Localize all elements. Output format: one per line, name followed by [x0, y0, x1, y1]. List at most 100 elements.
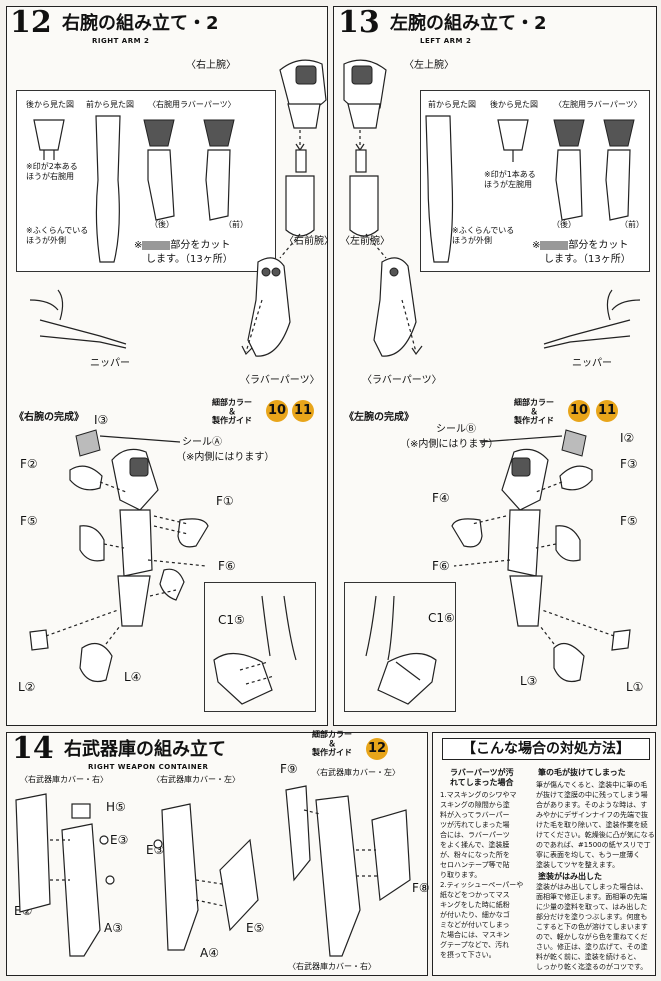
- step12-guide-badge-10: 10: [266, 400, 288, 422]
- tips-panel: [432, 732, 656, 976]
- step13-bulge-note-1: ※ふくらんでいる: [452, 226, 515, 235]
- step13-guide-badge-11: 11: [596, 400, 618, 422]
- tip-line: ツが汚れてしまった場: [440, 821, 510, 829]
- step12-cut-note: ※ 部分をカット: [134, 240, 230, 252]
- step12-from-front: 前から見た図: [86, 100, 134, 109]
- part-i2: I②: [620, 431, 635, 445]
- step13-cut-note-count: します。（13ヶ所）: [544, 254, 631, 265]
- part-e5: E⑤: [246, 921, 265, 935]
- tip-line: をよく揉んで、塗装膜: [440, 841, 510, 849]
- part-f6: F⑥: [218, 559, 236, 573]
- step12-forearm-label: 〈右前腕〉: [284, 236, 334, 247]
- step12-bulge-note-1: ※ふくらんでいる: [26, 226, 89, 235]
- step12-guide-label: 細部カラー ＆ 製作ガイド: [212, 398, 252, 425]
- step13-guide-label: 細部カラー ＆ 製作ガイド: [514, 398, 554, 425]
- tips-rubber-head-1: ラバーパーツが汚: [450, 768, 514, 777]
- step13-complete-label: 《左腕の完成》: [344, 412, 414, 423]
- part-l4: L④: [124, 670, 142, 684]
- step14-cover-left-1: 〈右武器庫カバー・左〉: [152, 775, 240, 784]
- step13-upper-arm-label: 〈左上腕〉: [404, 60, 454, 71]
- step14-number: 14: [12, 731, 54, 766]
- step13-rubber-label: 〈ラバーパーツ〉: [362, 375, 442, 386]
- step12-complete-label: 《右腕の完成》: [14, 412, 84, 423]
- step12-cut-note-mark: ※: [134, 240, 143, 251]
- step13-number: 13: [338, 5, 380, 40]
- step13-one-dot-note-2: ほうが左腕用: [484, 180, 532, 189]
- step12-cut-note-text: 部分をカット: [170, 240, 231, 251]
- step13-detail-box: [344, 582, 456, 712]
- step14-cover-right-2: 〈右武器庫カバー・右〉: [288, 962, 376, 971]
- guide-line-3: 製作ガイド: [514, 416, 554, 425]
- tips-brush-head: 筆の毛が抜けてしまった: [538, 768, 626, 777]
- guide-line-1: 細部カラー: [312, 730, 352, 739]
- tips-overflow-head: 塗装がはみ出した: [538, 872, 602, 881]
- step12-seal-note: （※内側にはります）: [176, 452, 275, 463]
- step12-two-dots-note-1: ※印が2本ある: [26, 162, 78, 171]
- step13-cut-note-mark: ※: [532, 240, 541, 251]
- tips-rubber-body: 1.マスキングのシワやマスキングの隙間から塗料が入ってラバーパーツが汚れてしまっ…: [440, 790, 532, 960]
- step12-detail-box: [204, 582, 316, 712]
- tip-line: さい。修正は、塗り広げて、その塗: [536, 943, 648, 951]
- tip-line: を摂って下さい。: [440, 951, 496, 959]
- tip-line: が抜けて塗膜の中に残ってしまう場: [536, 791, 648, 799]
- step12-back: （後）: [150, 220, 174, 229]
- tips-title: 【こんな場合の対処方法】: [442, 738, 650, 760]
- part-f4: F④: [432, 491, 450, 505]
- step14-title: 右武器庫の組み立て: [64, 739, 226, 760]
- step14-guide-badge-12: 12: [366, 738, 388, 760]
- guide-line-3: 製作ガイド: [212, 416, 252, 425]
- part-e3-a: E③: [110, 833, 129, 847]
- step12-rubber-illustration: [29, 59, 327, 357]
- tip-line: に少量の塗料を取って、はみ出した: [536, 903, 648, 911]
- step12-seal-label: シールⒶ: [182, 437, 222, 448]
- step13-title: 左腕の組み立て・2: [390, 13, 547, 34]
- tip-line: ミなどが付いてしまっ: [440, 921, 510, 929]
- step12-cut-note-count: します。（13ヶ所）: [146, 254, 233, 265]
- tip-line: り取ります。: [440, 871, 482, 879]
- part-h5: H⑤: [106, 800, 126, 814]
- part-f5: F⑤: [20, 514, 38, 528]
- tip-line: しっかり乾く迄塗るのがコツです。: [536, 963, 648, 971]
- guide-line-1: 細部カラー: [514, 398, 554, 407]
- tips-rubber-head-2: れてしまった場合: [450, 778, 514, 787]
- step13-back: （後）: [552, 220, 576, 229]
- step12-title: 右腕の組み立て・2: [62, 13, 219, 34]
- part-f6-left: F⑥: [432, 559, 450, 573]
- tip-line: けてください。乾燥後に凸が気になる: [536, 831, 655, 839]
- step14-subtitle: RIGHT WEAPON CONTAINER: [88, 763, 209, 771]
- part-i3: I③: [94, 413, 109, 427]
- guide-line-2: ＆: [530, 407, 538, 416]
- tip-line: が、粉々になった所を: [440, 851, 510, 859]
- step13-seal-note: （※内側にはります）: [400, 439, 499, 450]
- step13-from-back: 後から見た図: [490, 100, 538, 109]
- part-a4: A④: [200, 946, 219, 960]
- step12-upper-arm-label: 〈右上腕〉: [186, 60, 236, 71]
- step12-rubber-label: 〈ラバーパーツ〉: [240, 375, 320, 386]
- step12-nipper-label: ニッパー: [90, 358, 130, 369]
- part-a3: A③: [104, 921, 123, 935]
- tip-line: た場合には、マスキン: [440, 931, 510, 939]
- step12-number: 12: [10, 5, 52, 40]
- part-l3: L③: [520, 674, 538, 688]
- tip-line: 2.ティッシューペーパーや: [440, 881, 524, 889]
- tip-line: 面相筆で修正します。面相筆の先端: [536, 893, 648, 901]
- tip-line: のであれば、#1500の紙ヤスリで丁: [536, 841, 651, 849]
- step13-guide-badge-10: 10: [568, 400, 590, 422]
- step14-guide-label: 細部カラー ＆ 製作ガイド: [312, 730, 352, 757]
- step12-two-dots-note-2: ほうが右腕用: [26, 172, 74, 181]
- tip-line: スキングの隙間から塗: [440, 801, 510, 809]
- part-f3: F③: [620, 457, 638, 471]
- step14-cover-left-2: 〈右武器庫カバー・左〉: [312, 768, 400, 777]
- step12-front: （前）: [224, 220, 248, 229]
- tip-line: キングをした時に紙粉: [440, 901, 510, 909]
- tip-line: 部分だけを塗りつぶします。何度も: [536, 913, 648, 921]
- part-l1: L①: [626, 680, 644, 694]
- tips-brush-body: 筆が傷んでくると、塗装中に筆の毛が抜けて塗膜の中に残ってしまう場合があります。そ…: [536, 780, 655, 870]
- tip-line: こすると下の色が溶けてしまいます: [536, 923, 648, 931]
- step13-forearm-label: 〈左前腕〉: [340, 236, 390, 247]
- part-f8: F⑧: [412, 881, 430, 895]
- tip-line: 料が入ってラバーパー: [440, 811, 510, 819]
- tip-line: 紙などをつかってマス: [440, 891, 510, 899]
- step13-assembly-illustration: [365, 429, 631, 705]
